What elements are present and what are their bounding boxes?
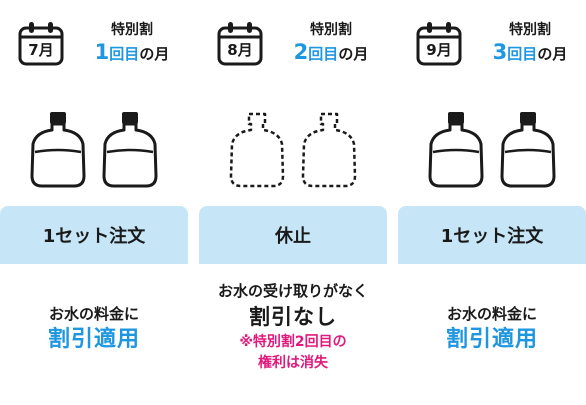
month-column-july: 7月 特別割 1回目の月 1セット注文 お水の料金に 割引適用 <box>0 0 188 405</box>
forfeit-note-line-1: ※特別割2回目の <box>239 334 347 350</box>
discount-heading: 特別割 2回目の月 <box>275 20 387 66</box>
discount-heading-suffix: の月 <box>338 45 369 63</box>
discount-applied-label: 割引適用 <box>445 327 538 352</box>
discount-heading-suffix: の月 <box>139 45 170 63</box>
water-bottle-outline-icon <box>301 112 357 188</box>
water-bottles <box>227 110 361 190</box>
forfeit-note-line-2: 権利は消失 <box>258 355 328 371</box>
discount-count-number: 3 <box>492 40 508 64</box>
month-column-august: 8月 特別割 2回目の月 休止 お水の受け取りがなく 割引なし ※特別割2回目の… <box>199 0 387 405</box>
water-bottle-icon <box>30 112 86 188</box>
discount-heading-main: 3回目の月 <box>474 40 586 66</box>
result-line-1: お水の料金に <box>446 305 537 323</box>
month-column-september: 9月 特別割 3回目の月 1セット注文 お水の料金に 割引適用 <box>398 0 586 405</box>
discount-heading: 特別割 3回目の月 <box>474 20 586 66</box>
discount-applied-label: 割引適用 <box>47 327 140 352</box>
water-bottles <box>28 110 162 190</box>
calendar-month-label: 7月 <box>28 41 54 59</box>
discount-count-unit: 回目 <box>109 45 140 63</box>
no-discount-label: 割引なし <box>249 305 337 329</box>
discount-count-number: 2 <box>293 40 309 64</box>
calendar-icon: 7月 <box>18 20 64 66</box>
discount-heading-top: 特別割 <box>111 22 153 38</box>
discount-heading: 特別割 1回目の月 <box>76 20 188 66</box>
calendar-month-label: 9月 <box>426 41 452 59</box>
calendar-icon: 9月 <box>416 20 462 66</box>
discount-heading-main: 1回目の月 <box>76 40 188 66</box>
order-status-band: 1セット注文 <box>398 206 586 264</box>
result-text: お水の料金に 割引適用 <box>398 303 586 355</box>
water-bottle-icon <box>428 112 484 188</box>
result-text: お水の料金に 割引適用 <box>0 303 188 355</box>
discount-heading-top: 特別割 <box>509 22 551 38</box>
result-text: お水の受け取りがなく 割引なし ※特別割2回目の 権利は消失 <box>199 280 387 374</box>
discount-count-number: 1 <box>94 40 110 64</box>
water-bottles <box>426 110 560 190</box>
order-status-band: 休止 <box>199 206 387 264</box>
discount-count-unit: 回目 <box>308 45 339 63</box>
discount-heading-top: 特別割 <box>310 22 352 38</box>
water-bottle-icon <box>102 112 158 188</box>
calendar-month-label: 8月 <box>227 41 253 59</box>
discount-heading-suffix: の月 <box>537 45 568 63</box>
discount-heading-main: 2回目の月 <box>275 40 387 66</box>
discount-count-unit: 回目 <box>507 45 538 63</box>
water-bottle-icon <box>500 112 556 188</box>
water-bottle-outline-icon <box>229 112 285 188</box>
result-line-1: お水の料金に <box>48 305 139 323</box>
order-status-band: 1セット注文 <box>0 206 188 264</box>
result-line-1: お水の受け取りがなく <box>217 282 368 300</box>
calendar-icon: 8月 <box>217 20 263 66</box>
